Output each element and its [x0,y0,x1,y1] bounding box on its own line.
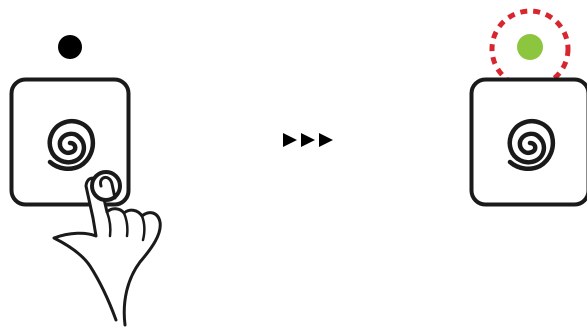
after-panel [472,11,587,205]
indicator-light-on [517,34,543,60]
arrow-3 [319,133,333,147]
triple-right-arrow-icon [283,133,333,147]
arrow-2 [301,133,315,147]
indicator-light-off [58,35,82,59]
arrow-1 [283,133,297,147]
before-panel [12,35,161,325]
